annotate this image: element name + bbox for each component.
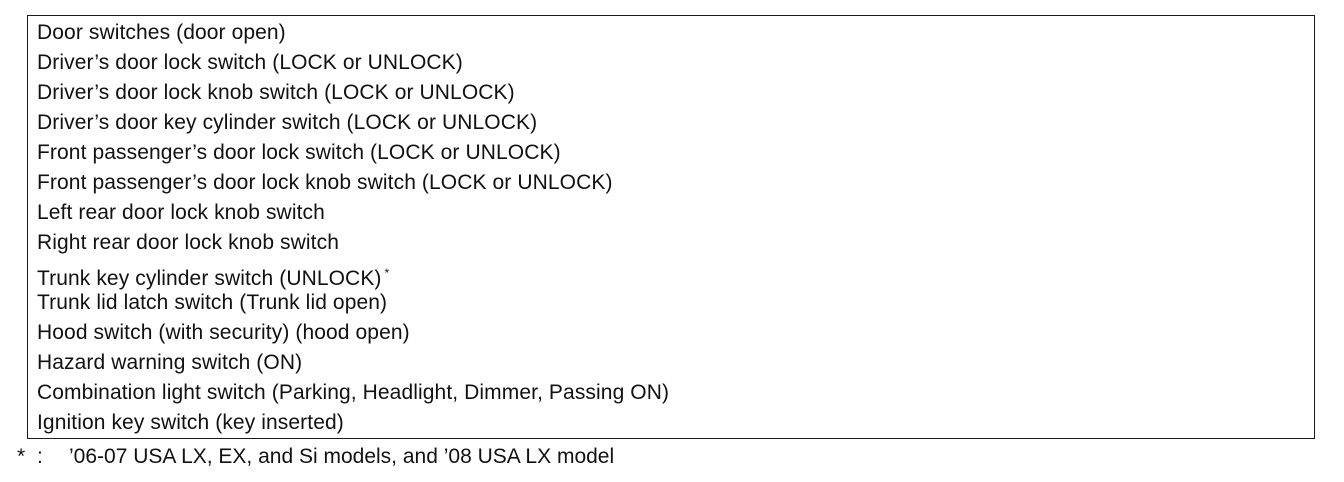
switch-item-combination-light: Combination light switch (Parking, Headl… [37, 378, 1314, 408]
switch-item-trunk-cylinder: Trunk key cylinder switch (UNLOCK)* [37, 258, 1314, 290]
switch-item-passenger-knob: Front passenger’s door lock knob switch … [37, 168, 1314, 198]
switch-item-label: Left rear door lock knob switch [37, 201, 325, 224]
switch-item-label: Trunk lid latch switch (Trunk lid open) [37, 291, 388, 314]
switch-item-label: Door switches (door open) [37, 21, 286, 44]
switch-item-hood: Hood switch (with security) (hood open) [37, 318, 1314, 348]
switch-item-driver-knob: Driver’s door lock knob switch (LOCK or … [37, 78, 1314, 108]
switch-item-driver-cylinder: Driver’s door key cylinder switch (LOCK … [37, 108, 1314, 138]
switch-item-label: Combination light switch (Parking, Headl… [37, 381, 670, 404]
switch-item-trunk-latch: Trunk lid latch switch (Trunk lid open) [37, 288, 1314, 318]
switch-item-label: Ignition key switch (key inserted) [37, 411, 344, 434]
switch-item-label: Trunk key cylinder switch (UNLOCK) [37, 267, 382, 290]
switch-item-left-rear-knob: Left rear door lock knob switch [37, 198, 1314, 228]
switch-list-box: Door switches (door open) Driver’s door … [27, 15, 1315, 439]
footnote-colon: : [37, 445, 43, 468]
switch-item-passenger-lock: Front passenger’s door lock switch (LOCK… [37, 138, 1314, 168]
footnote-text: ’06-07 USA LX, EX, and Si models, and ’0… [69, 445, 615, 468]
switch-item-label: Front passenger’s door lock switch (LOCK… [37, 141, 561, 164]
switch-list: Door switches (door open) Driver’s door … [37, 18, 1314, 438]
switch-item-door: Door switches (door open) [37, 18, 1314, 48]
switch-item-label: Front passenger’s door lock knob switch … [37, 171, 613, 194]
footnote: *: ’06-07 USA LX, EX, and Si models, and … [17, 442, 614, 472]
switch-item-hazard: Hazard warning switch (ON) [37, 348, 1314, 378]
switch-item-label: Driver’s door lock knob switch (LOCK or … [37, 81, 515, 104]
footnote-reference-marker: * [384, 266, 390, 280]
footnote-symbol: * [17, 445, 26, 468]
switch-item-label: Driver’s door lock switch (LOCK or UNLOC… [37, 51, 463, 74]
switch-item-label: Hood switch (with security) (hood open) [37, 321, 410, 344]
switch-item-label: Hazard warning switch (ON) [37, 351, 303, 374]
switch-item-right-rear-knob: Right rear door lock knob switch [37, 228, 1314, 258]
switch-item-label: Driver’s door key cylinder switch (LOCK … [37, 111, 538, 134]
switch-item-ignition-key: Ignition key switch (key inserted) [37, 408, 1314, 438]
switch-item-driver-lock: Driver’s door lock switch (LOCK or UNLOC… [37, 48, 1314, 78]
switch-item-label: Right rear door lock knob switch [37, 231, 339, 254]
